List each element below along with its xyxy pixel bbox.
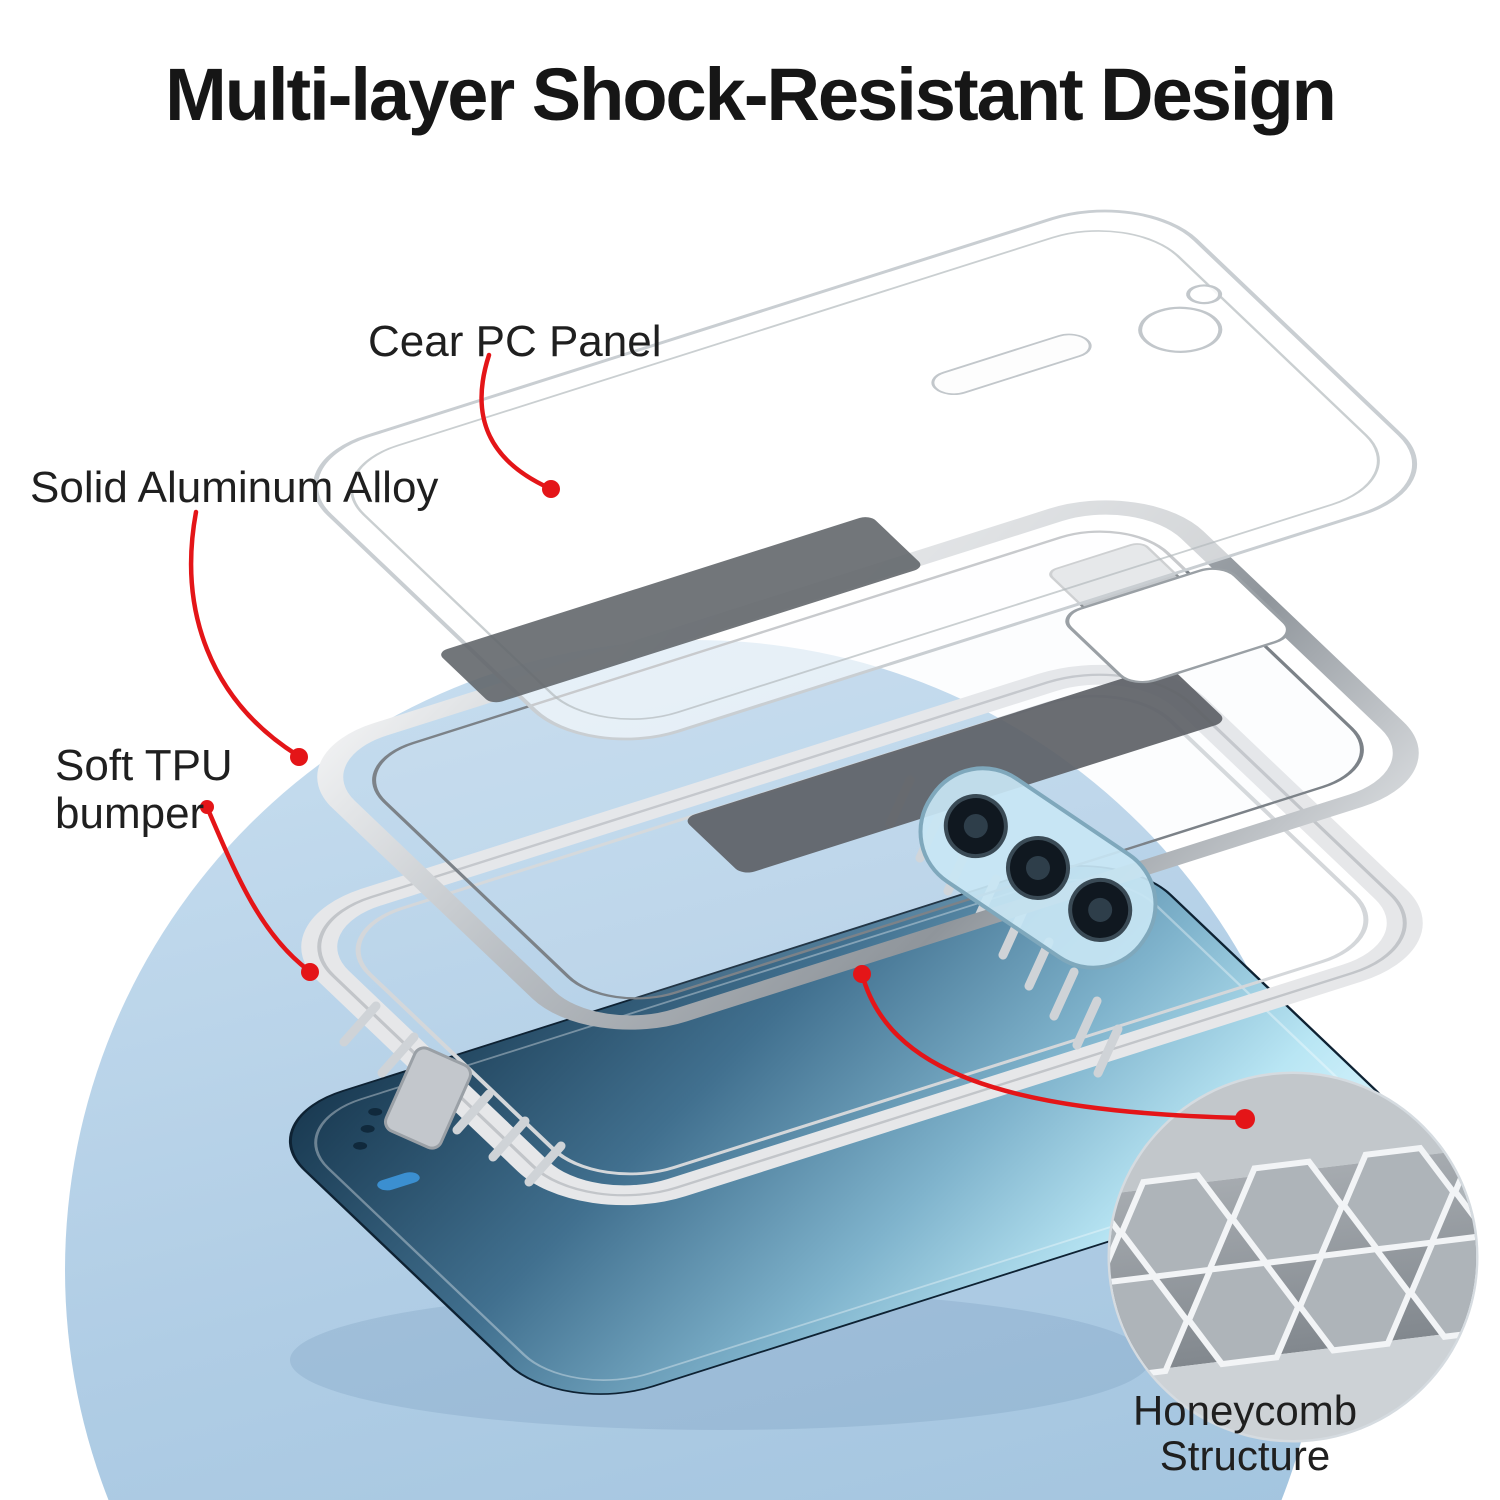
leader-line-aluminum <box>188 509 300 758</box>
label-honeycomb-structure: Honeycomb Structure <box>1090 1388 1400 1479</box>
red-dot-tpu-start <box>200 800 214 814</box>
label-clear-pc-panel: Cear PC Panel <box>368 317 662 366</box>
page-title: Multi-layer Shock-Resistant Design <box>165 53 1337 136</box>
honeycomb-inset <box>1107 1071 1479 1443</box>
leader-line-tpu <box>204 804 311 973</box>
red-dot-pc-panel <box>542 480 560 498</box>
leader-line-honeycomb <box>859 971 1246 1121</box>
label-solid-aluminum-alloy: Solid Aluminum Alloy <box>30 463 439 512</box>
honeycomb-cells <box>1110 1131 1476 1381</box>
frame-dark-band <box>687 667 1223 873</box>
red-dot-honeycomb-end <box>1235 1109 1255 1129</box>
panel-camera-hole <box>1138 306 1223 353</box>
frame-window <box>1065 567 1290 684</box>
red-dot-aluminum <box>290 748 308 766</box>
label-honeycomb-line2: Structure <box>1159 1432 1331 1480</box>
annotation-leader-lines <box>188 352 1246 1121</box>
panel-slot-cutout <box>931 333 1092 395</box>
annotation-dots <box>200 480 1255 1129</box>
label-soft-tpu-line2: bumper <box>55 788 205 838</box>
red-dot-honeycomb-start <box>853 965 871 983</box>
label-soft-tpu-line1: Soft TPU <box>55 741 233 790</box>
panel-dark-band <box>441 517 921 703</box>
red-dot-tpu-end <box>301 963 319 981</box>
label-honeycomb-line1: Honeycomb <box>1132 1387 1358 1434</box>
camera-module <box>918 766 1158 970</box>
clear-pc-panel-layer <box>312 209 1418 741</box>
leader-line-pc-panel <box>479 352 552 491</box>
label-soft-tpu-bumper: Soft TPU bumper <box>55 742 233 837</box>
bumper-side-clip <box>383 1046 473 1150</box>
